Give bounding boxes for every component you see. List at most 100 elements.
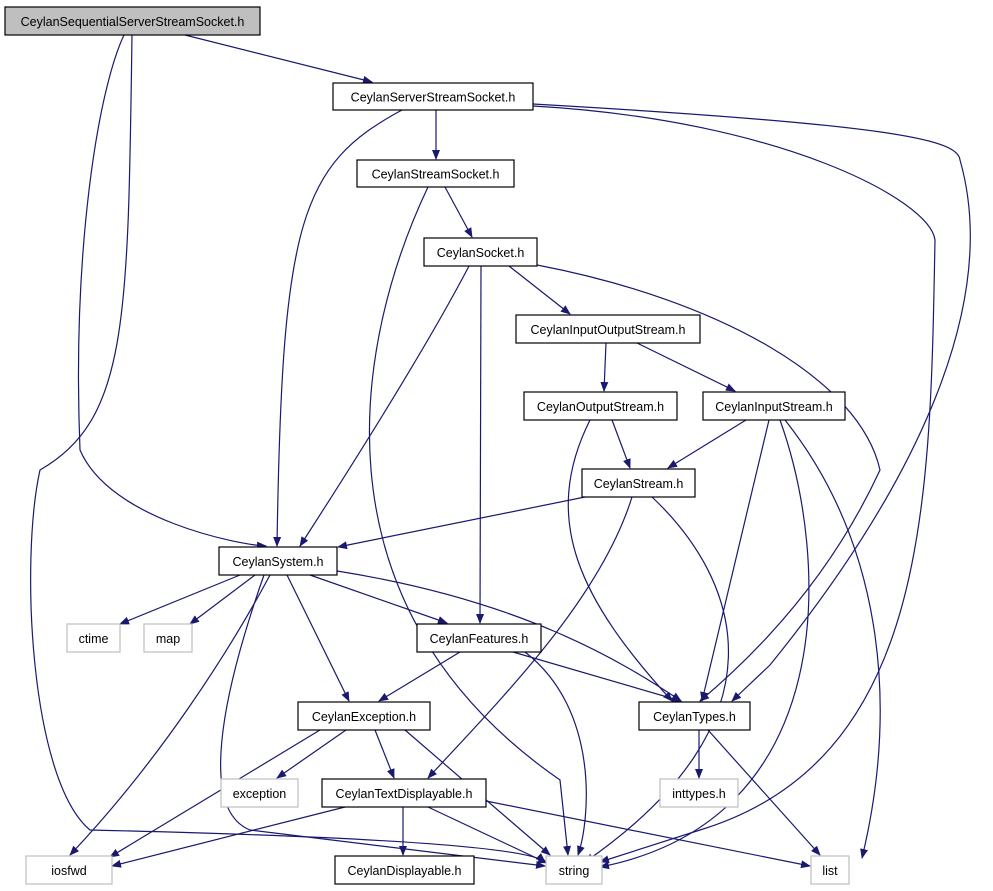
node-label: CeylanSocket.h bbox=[437, 246, 525, 260]
node-label: CeylanInputOutputStream.h bbox=[531, 323, 686, 337]
node-label: CeylanTextDisplayable.h bbox=[336, 787, 473, 801]
node-label: list bbox=[822, 864, 838, 878]
node-label: CeylanSequentialServerStreamSocket.h bbox=[21, 15, 245, 29]
edge-root-to-server bbox=[184, 34, 373, 84]
node-features[interactable]: CeylanFeatures.h bbox=[416, 623, 542, 653]
node-exception[interactable]: CeylanException.h bbox=[297, 701, 431, 731]
nodes-layer: CeylanSequentialServerStreamSocket.hCeyl… bbox=[4, 6, 850, 885]
edge-features-to-types bbox=[512, 651, 682, 703]
edge-socket-to-system bbox=[299, 265, 470, 547]
edge-system-to-features bbox=[309, 574, 448, 624]
edge-socket-to-iostream bbox=[508, 265, 571, 315]
edge-features-to-string bbox=[524, 651, 587, 856]
node-label: ctime bbox=[79, 632, 109, 646]
node-label: CeylanException.h bbox=[312, 710, 416, 724]
edge-root-to-string bbox=[30, 34, 546, 863]
edge-textdisp-to-iosfwd bbox=[111, 806, 346, 868]
edge-iostream-to-instream bbox=[636, 342, 736, 392]
node-map: map bbox=[143, 623, 193, 653]
edges-layer bbox=[30, 34, 971, 870]
node-root[interactable]: CeylanSequentialServerStreamSocket.h bbox=[4, 6, 261, 36]
edge-stream-to-textdisp bbox=[427, 496, 633, 779]
node-box bbox=[810, 855, 850, 885]
edge-server-to-types bbox=[532, 103, 971, 702]
edge-exception-to-textdisp bbox=[374, 729, 395, 779]
node-label: CeylanOutputStream.h bbox=[537, 400, 664, 414]
node-disp[interactable]: CeylanDisplayable.h bbox=[334, 855, 475, 885]
node-types[interactable]: CeylanTypes.h bbox=[638, 701, 751, 731]
node-box bbox=[143, 623, 193, 653]
node-box bbox=[581, 468, 696, 498]
edge-outstream-to-types bbox=[567, 419, 673, 702]
edge-iostream-to-outstream bbox=[600, 342, 609, 392]
node-stream[interactable]: CeylanStream.h bbox=[581, 468, 696, 498]
edge-instream-to-stream bbox=[667, 419, 747, 469]
node-textdisp[interactable]: CeylanTextDisplayable.h bbox=[321, 778, 487, 808]
edge-system-to-exception bbox=[286, 574, 350, 702]
node-box bbox=[332, 82, 534, 111]
edge-instream-to-types bbox=[700, 419, 770, 702]
node-list: list bbox=[810, 855, 850, 885]
node-iosfwd: iosfwd bbox=[25, 855, 113, 885]
node-label: iosfwd bbox=[51, 864, 86, 878]
edge-streamsocket-to-string bbox=[368, 186, 572, 856]
edge-system-to-ctime bbox=[119, 574, 241, 625]
node-box bbox=[218, 546, 338, 576]
node-box bbox=[702, 391, 846, 421]
node-ctime: ctime bbox=[66, 623, 121, 653]
node-label: exception bbox=[233, 787, 287, 801]
node-box bbox=[423, 237, 538, 267]
node-exc: exception bbox=[220, 778, 299, 808]
node-outstream[interactable]: CeylanOutputStream.h bbox=[523, 391, 678, 421]
edge-exception-to-exc bbox=[276, 729, 347, 779]
edge-system-to-string bbox=[220, 574, 546, 869]
edge-instream-to-string bbox=[599, 419, 810, 870]
edge-socket-to-features bbox=[476, 265, 485, 624]
edge-stream-to-system bbox=[337, 496, 586, 550]
node-string: string bbox=[545, 855, 603, 885]
edge-root-to-system bbox=[77, 34, 267, 550]
node-iostream[interactable]: CeylanInputOutputStream.h bbox=[515, 314, 701, 344]
node-box bbox=[4, 6, 261, 36]
node-label: CeylanTypes.h bbox=[653, 710, 736, 724]
edge-textdisp-to-string bbox=[427, 806, 548, 864]
edge-exception-to-iosfwd bbox=[109, 729, 321, 858]
node-label: CeylanStreamSocket.h bbox=[372, 168, 500, 182]
node-box bbox=[220, 778, 299, 808]
node-box bbox=[66, 623, 121, 653]
node-label: CeylanServerStreamSocket.h bbox=[351, 91, 516, 105]
edge-system-to-map bbox=[189, 574, 256, 625]
node-system[interactable]: CeylanSystem.h bbox=[218, 546, 338, 576]
edge-types-to-list bbox=[707, 729, 821, 856]
node-label: CeylanDisplayable.h bbox=[348, 864, 462, 878]
edge-system-to-iosfwd bbox=[69, 574, 271, 856]
node-socket[interactable]: CeylanSocket.h bbox=[423, 237, 538, 267]
node-box bbox=[515, 314, 701, 344]
node-box bbox=[334, 855, 475, 885]
node-box bbox=[25, 855, 113, 885]
node-label: CeylanSystem.h bbox=[232, 555, 323, 569]
node-label: map bbox=[156, 632, 180, 646]
node-server[interactable]: CeylanServerStreamSocket.h bbox=[332, 82, 534, 111]
node-label: CeylanStream.h bbox=[594, 477, 684, 491]
node-box bbox=[321, 778, 487, 808]
node-box bbox=[297, 701, 431, 731]
node-label: CeylanFeatures.h bbox=[430, 632, 529, 646]
edge-socket-to-types bbox=[536, 264, 881, 702]
node-label: inttypes.h bbox=[672, 787, 726, 801]
node-streamsocket[interactable]: CeylanStreamSocket.h bbox=[356, 159, 515, 188]
node-box bbox=[659, 778, 739, 808]
edge-server-to-system bbox=[273, 109, 403, 547]
node-instream[interactable]: CeylanInputStream.h bbox=[702, 391, 846, 421]
node-box bbox=[638, 701, 751, 731]
edge-features-to-exception bbox=[378, 651, 461, 702]
node-box bbox=[356, 159, 515, 188]
edge-instream-to-list bbox=[784, 419, 881, 859]
node-inttypes: inttypes.h bbox=[659, 778, 739, 808]
edge-textdisp-to-list bbox=[485, 800, 811, 869]
node-box bbox=[523, 391, 678, 421]
node-box bbox=[416, 623, 542, 653]
edge-stream-to-string bbox=[584, 496, 730, 863]
edge-streamsocket-to-socket bbox=[444, 186, 473, 238]
